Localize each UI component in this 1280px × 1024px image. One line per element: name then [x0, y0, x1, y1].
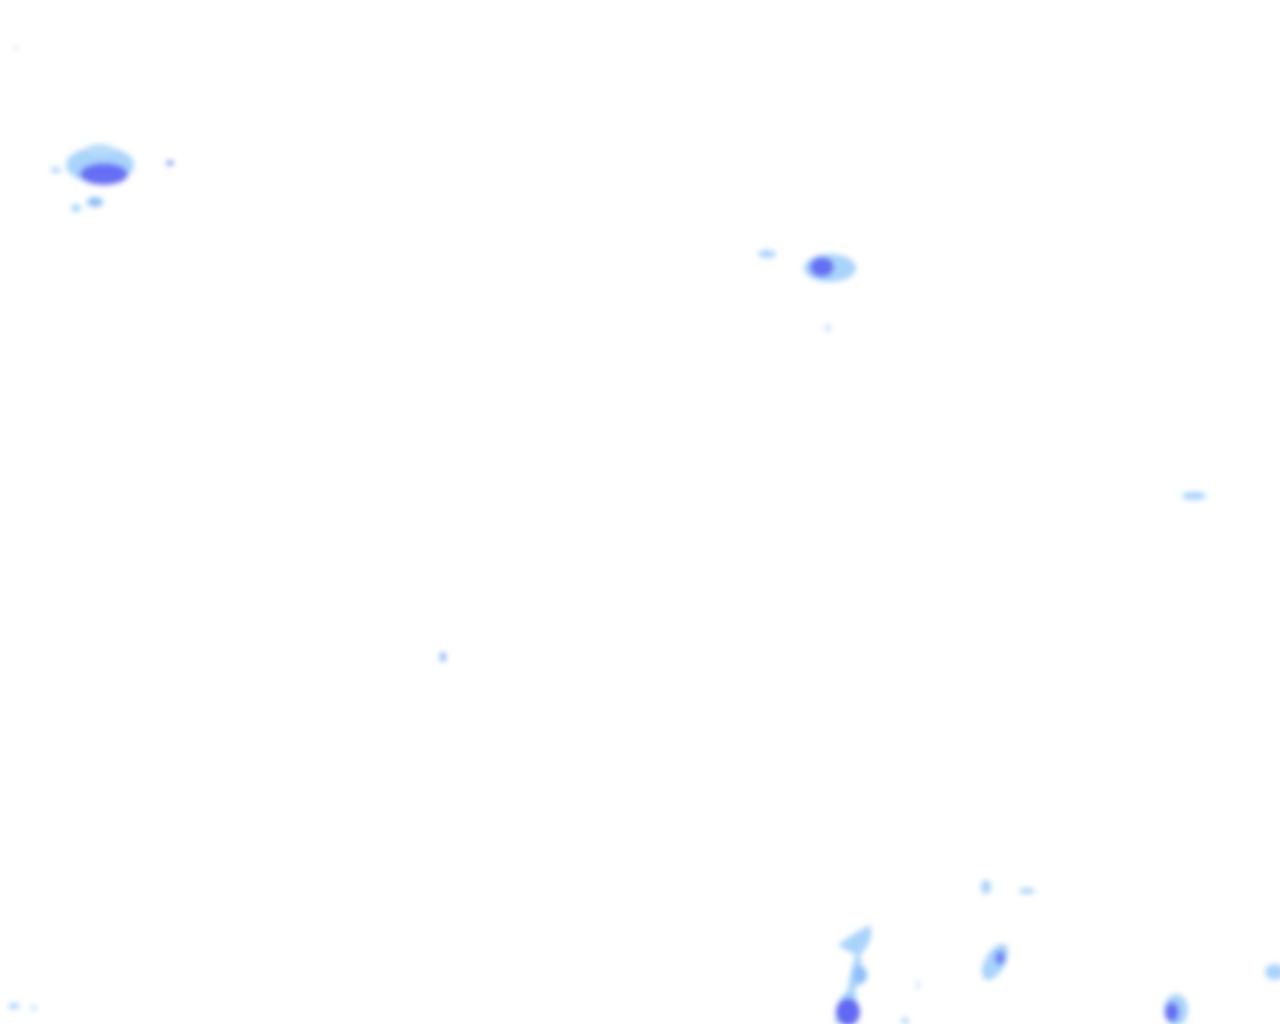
precip-cell-small	[440, 652, 446, 662]
precip-cell-center	[758, 250, 856, 332]
precip-cell-south	[8, 880, 1280, 1024]
precip-cell-northwest	[14, 46, 174, 212]
precip-cell-east	[1182, 492, 1206, 500]
precipitation-cells	[8, 46, 1280, 1024]
